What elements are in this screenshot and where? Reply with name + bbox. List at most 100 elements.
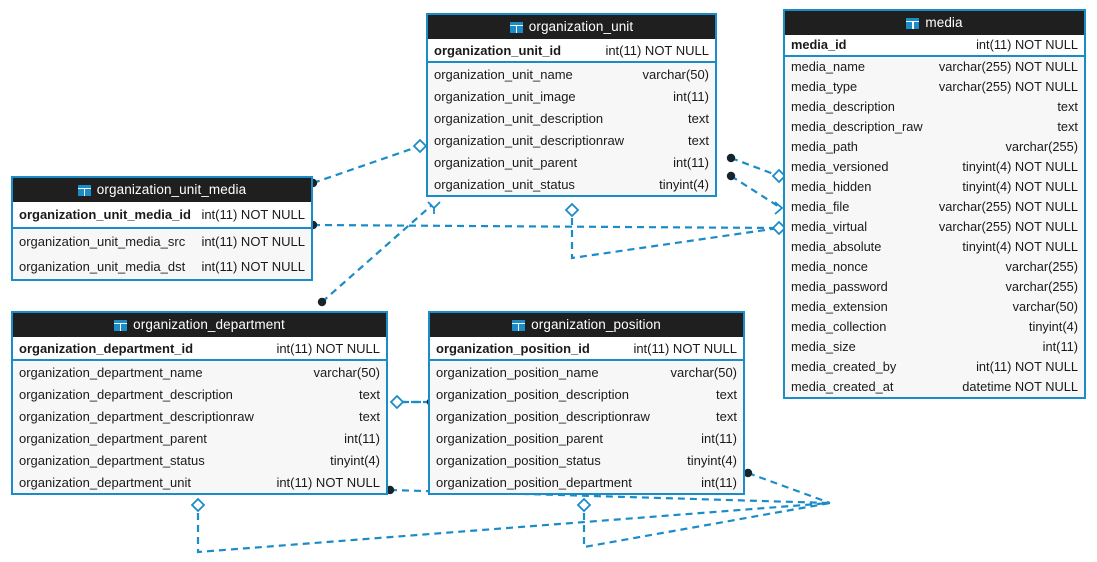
table-row[interactable]: organization_unit_media_id int(11) NOT N… (13, 202, 311, 227)
column-name: organization_unit_media_id (19, 207, 191, 222)
column-type: varchar(255) NOT NULL (938, 58, 1078, 74)
table-media[interactable]: media media_id int(11) NOT NULL media_na… (783, 9, 1086, 399)
column-type: int(11) (673, 88, 709, 104)
table-row[interactable]: media_password varchar(255) (785, 277, 1084, 297)
column-name: organization_department_name (19, 364, 203, 380)
column-name: media_absolute (791, 238, 882, 254)
table-row[interactable]: media_id int(11) NOT NULL (785, 35, 1084, 55)
column-type: varchar(255) NOT NULL (938, 198, 1078, 214)
column-type: varchar(255) (1005, 258, 1078, 274)
column-name: organization_unit_descriptionraw (434, 132, 625, 148)
table-title: organization_position (531, 317, 661, 333)
column-type: tinyint(4) NOT NULL (962, 178, 1078, 194)
column-name: media_password (791, 278, 888, 294)
primary-key-row: organization_department_id int(11) NOT N… (13, 337, 386, 361)
column-type: int(11) (701, 474, 737, 490)
table-row[interactable]: organization_unit_id int(11) NOT NULL (428, 39, 715, 61)
column-name: media_file (791, 198, 850, 214)
table-row[interactable]: organization_unit_status tinyint(4) (428, 173, 715, 195)
column-type: varchar(255) (1005, 278, 1078, 294)
column-name: organization_department_id (19, 340, 194, 356)
column-type: text (1057, 98, 1078, 114)
edge-position-to-media (582, 501, 831, 549)
table-row[interactable]: organization_department_id int(11) NOT N… (13, 337, 386, 359)
edge-unit-media-to-unit (312, 144, 421, 185)
primary-key-row: organization_position_id int(11) NOT NUL… (430, 337, 743, 361)
table-row[interactable]: organization_position_id int(11) NOT NUL… (430, 337, 743, 359)
table-row[interactable]: organization_unit_description text (428, 107, 715, 129)
column-type: tinyint(4) (659, 176, 709, 192)
column-type: text (688, 132, 709, 148)
table-row[interactable]: organization_unit_image int(11) (428, 85, 715, 107)
column-name: organization_department_unit (19, 474, 192, 490)
column-type: int(11) NOT NULL (633, 340, 737, 356)
table-row[interactable]: organization_department_unit int(11) NOT … (13, 471, 386, 493)
table-header: organization_position (430, 313, 743, 337)
table-header: organization_unit (428, 15, 715, 39)
table-icon (906, 17, 920, 29)
column-name: organization_unit_media_src (19, 234, 186, 249)
column-name: media_virtual (791, 218, 868, 234)
primary-key-row: organization_unit_media_id int(11) NOT N… (13, 202, 311, 229)
table-row[interactable]: organization_unit_name varchar(50) (428, 63, 715, 85)
column-type: int(11) NOT NULL (276, 474, 380, 490)
column-name: organization_unit_status (434, 176, 575, 192)
column-type: varchar(50) (1012, 298, 1078, 314)
table-row[interactable]: media_file varchar(255) NOT NULL (785, 197, 1084, 217)
table-row[interactable]: media_versioned tinyint(4) NOT NULL (785, 157, 1084, 177)
edge-unit-media-to-media (312, 223, 780, 230)
table-row[interactable]: organization_unit_parent int(11) (428, 151, 715, 173)
table-row[interactable]: organization_unit_descriptionraw text (428, 129, 715, 151)
table-icon (114, 319, 128, 331)
edge-department-to-media (196, 501, 831, 554)
column-type: int(11) NOT NULL (976, 358, 1078, 374)
table-organization_position[interactable]: organization_position organization_posit… (428, 311, 745, 495)
table-organization_unit[interactable]: organization_unit organization_unit_id i… (426, 13, 717, 197)
edge-unit-to-media-a (730, 156, 780, 178)
table-organization_unit_media[interactable]: organization_unit_media organization_uni… (11, 176, 313, 281)
column-type: tinyint(4) (687, 452, 737, 468)
column-name: organization_department_description (19, 386, 233, 402)
table-row[interactable]: organization_position_department int(11) (430, 471, 743, 493)
table-title: organization_unit (528, 19, 634, 35)
table-row[interactable]: organization_department_descriptionraw te… (13, 405, 386, 427)
column-name: organization_department_descriptionraw (19, 408, 254, 424)
column-type: text (359, 408, 380, 424)
table-organization_department[interactable]: organization_department organization_dep… (11, 311, 388, 495)
table-header: organization_department (13, 313, 386, 337)
column-type: int(11) (344, 430, 380, 446)
column-name: media_versioned (791, 158, 889, 174)
table-title: organization_department (133, 317, 285, 333)
column-type: text (1057, 118, 1078, 134)
column-name: organization_position_department (436, 474, 632, 490)
column-type: int(11) NOT NULL (976, 36, 1078, 52)
column-type: tinyint(4) NOT NULL (962, 158, 1078, 174)
column-type: varchar(255) NOT NULL (938, 78, 1078, 94)
